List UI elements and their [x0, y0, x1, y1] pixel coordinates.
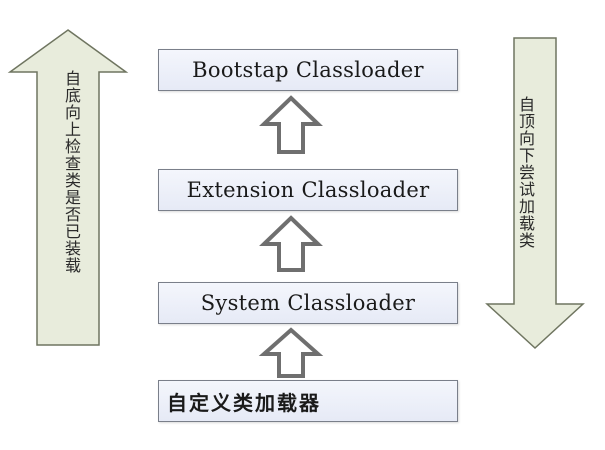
- left-up-arrow: [7, 29, 129, 346]
- right-arrow-label: 自顶向下尝试加载类: [516, 96, 535, 249]
- bootstrap-classloader-box: Bootstap Classloader: [158, 49, 458, 91]
- custom-classloader-box: 自定义类加载器: [158, 380, 458, 422]
- custom-classloader-label: 自定义类加载器: [167, 390, 321, 415]
- hollow-up-arrow-1: [259, 95, 323, 154]
- right-down-arrow: [485, 37, 585, 350]
- system-classloader-box: System Classloader: [158, 282, 458, 324]
- extension-classloader-box: Extension Classloader: [158, 169, 458, 211]
- system-classloader-label: System Classloader: [200, 291, 416, 315]
- bootstrap-classloader-label: Bootstap Classloader: [192, 58, 424, 82]
- hollow-up-arrow-2: [259, 215, 323, 272]
- hollow-up-arrow-3: [258, 327, 324, 378]
- left-arrow-label: 自底向上检查类是否已装载: [62, 70, 81, 274]
- extension-classloader-label: Extension Classloader: [186, 178, 430, 202]
